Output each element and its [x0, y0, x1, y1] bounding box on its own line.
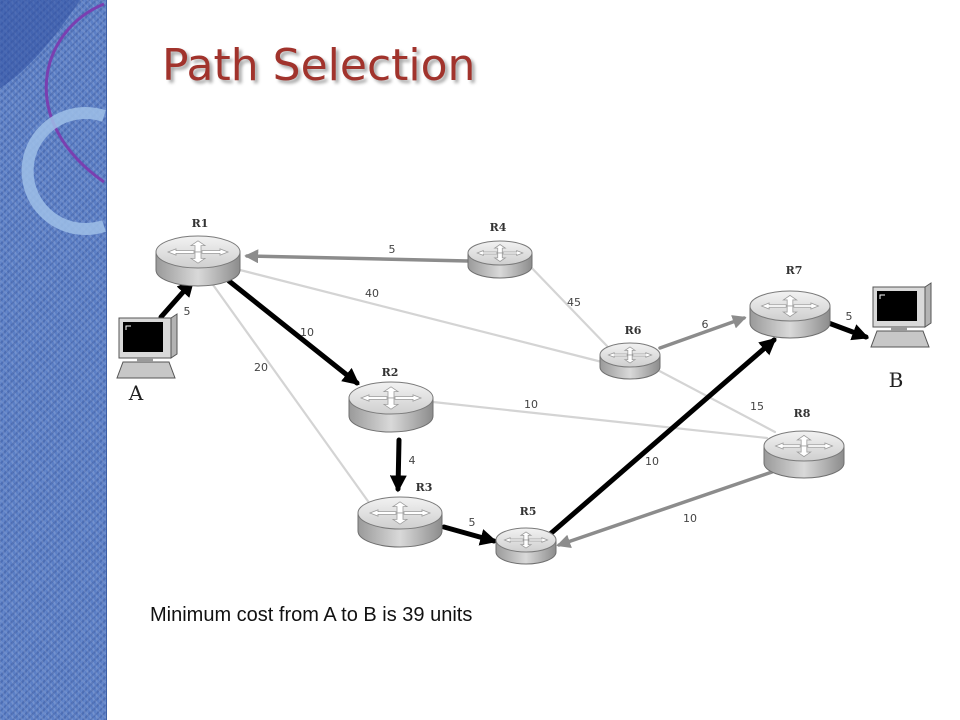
host-label-b: B [889, 368, 904, 392]
router-label-r2: R2 [382, 366, 399, 379]
cost-label-r1-r3: 20 [254, 361, 268, 374]
router-label-r3: R3 [416, 481, 433, 494]
router-r4 [467, 240, 533, 279]
router-arrows-icon [368, 501, 432, 525]
router-label-r1: R1 [192, 217, 209, 230]
link-r4-r6 [525, 261, 609, 348]
slide-title: Path Selection [162, 40, 476, 91]
host-a-computer-icon [116, 313, 178, 379]
router-label-r6: R6 [625, 324, 642, 337]
link-r1-r2 [226, 278, 360, 386]
cost-label-r1-r2: 10 [300, 326, 314, 339]
router-label-r7: R7 [786, 264, 803, 277]
router-r3 [357, 496, 443, 548]
router-arrows-icon [607, 346, 653, 364]
router-arrows-icon [774, 434, 834, 458]
router-arrows-icon [359, 386, 423, 410]
host-label-a: A [128, 381, 144, 405]
router-r7 [749, 290, 831, 339]
router-label-r4: R4 [490, 221, 507, 234]
router-r8 [763, 430, 845, 479]
router-arrows-icon [476, 244, 524, 262]
link-r1-r3 [209, 280, 372, 506]
router-r1 [155, 235, 241, 287]
link-a-r1 [158, 279, 195, 320]
cost-label-r7-b: 5 [846, 310, 853, 323]
cost-label-r1-r6: 40 [365, 287, 379, 300]
cost-label-r6-r8: 15 [750, 400, 764, 413]
host-b-computer-icon [870, 282, 932, 348]
link-r2-r3 [389, 437, 407, 493]
link-r6-r7 [658, 315, 747, 350]
cost-label-r8-r5: 10 [683, 512, 697, 525]
link-r8-r5 [556, 470, 774, 548]
router-arrows-icon [503, 531, 549, 549]
caption-min-cost: Minimum cost from A to B is 39 units [150, 604, 473, 626]
decorative-curves [0, 0, 106, 235]
router-label-r5: R5 [520, 505, 537, 518]
cost-label-r3-r5: 5 [469, 516, 476, 529]
cost-label-r5-r7: 10 [645, 455, 659, 468]
router-r5 [495, 527, 557, 565]
cost-label-r6-r7: 6 [702, 318, 709, 331]
link-r2-r8 [431, 400, 769, 440]
cost-label-r2-r3: 4 [409, 454, 416, 467]
cost-label-r2-r8: 10 [524, 398, 538, 411]
decorative-side-band [0, 0, 107, 720]
router-arrows-icon [760, 294, 820, 318]
link-r4-r1 [244, 249, 470, 264]
router-label-r8: R8 [794, 407, 811, 420]
cost-label-a-r1: 5 [184, 305, 191, 318]
router-arrows-icon [166, 240, 230, 264]
link-r3-r5 [441, 524, 498, 546]
link-r7-b [823, 319, 870, 341]
link-r5-r7 [546, 337, 777, 538]
link-r6-r8 [648, 364, 777, 434]
cost-label-r4-r1: 5 [389, 243, 396, 256]
router-r6 [599, 342, 661, 380]
router-r2 [348, 381, 434, 433]
cost-label-r4-r6: 45 [567, 296, 581, 309]
link-r1-r6 [238, 268, 604, 364]
